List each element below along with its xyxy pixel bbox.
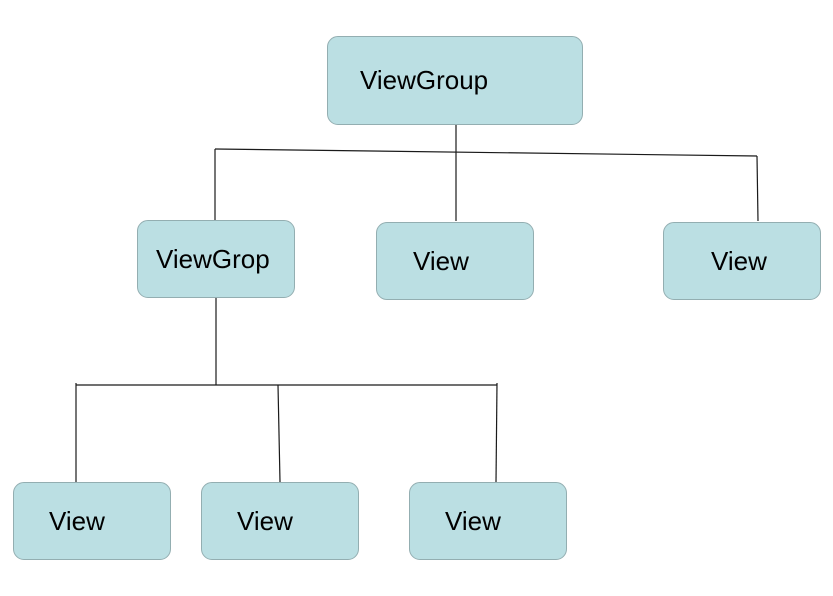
drop-view-right: [756, 155, 759, 222]
node-label: ViewGroup: [360, 65, 489, 95]
node-label: View: [237, 505, 293, 536]
view-leaf-node-3: View: [409, 482, 567, 560]
node-label: View: [445, 505, 501, 536]
view-node-right: View: [663, 222, 821, 300]
node-label: View: [49, 505, 105, 536]
node-label: View: [413, 245, 469, 276]
drop-leaf-2: [277, 384, 281, 483]
level1-bus: [214, 148, 758, 157]
viewgrop-node: ViewGrop: [137, 220, 295, 298]
node-label: ViewGrop: [156, 243, 270, 274]
viewgroup-root-node: ViewGroup: [327, 36, 583, 125]
node-label: View: [711, 245, 767, 276]
view-leaf-node-2: View: [201, 482, 359, 560]
view-leaf-node-1: View: [13, 482, 171, 560]
drop-leaf-3: [495, 382, 498, 483]
view-node-center: View: [376, 222, 534, 300]
